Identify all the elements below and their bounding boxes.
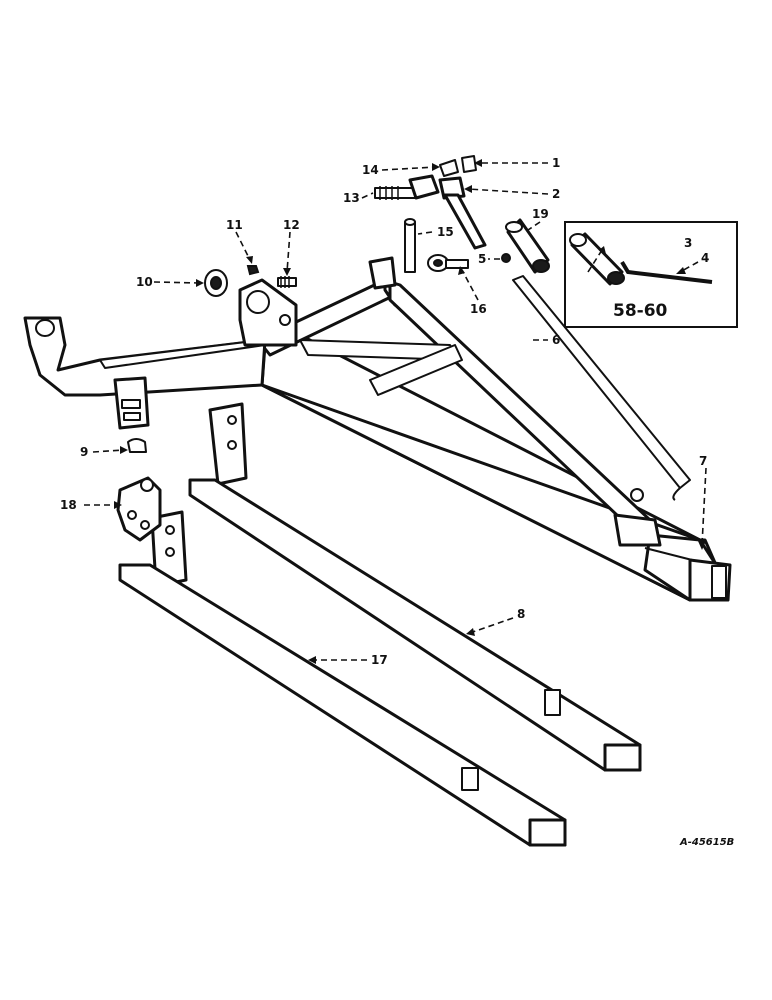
hitch-bracket (368, 256, 397, 290)
callout-2: 2 (552, 187, 560, 201)
inset-58-60: 58-60 (564, 221, 738, 328)
bracket-plate (238, 278, 298, 347)
callout-leaders (84, 159, 707, 664)
callout-12: 12 (283, 218, 300, 232)
callout-1: 1 (552, 156, 560, 170)
hitch-arm (23, 316, 267, 430)
sleeve-19 (505, 218, 550, 274)
callout-3: 3 (684, 236, 692, 250)
cross-members (299, 339, 463, 396)
callout-14: 14 (362, 163, 379, 177)
pin-1 (461, 155, 477, 173)
callout-18: 18 (60, 498, 77, 512)
callout-10: 10 (136, 275, 153, 289)
bracket-18 (116, 476, 162, 542)
callout-numbers: 1 2 3 4 5 6 7 8 9 10 11 12 13 14 15 16 1… (60, 156, 709, 667)
cap-10 (204, 269, 228, 297)
callout-6: 6 (552, 333, 560, 347)
drawing-code: A-45615B (679, 837, 734, 848)
callout-15: 15 (437, 225, 454, 239)
bar-17 (118, 510, 567, 847)
rod-end-16 (427, 254, 469, 272)
callout-5: 5 (478, 252, 486, 266)
pin-15 (404, 218, 416, 273)
pin-14 (439, 159, 459, 177)
clip-9 (127, 438, 147, 453)
callout-7: 7 (699, 454, 707, 468)
callout-19: 19 (532, 207, 549, 221)
bolt-12 (277, 276, 297, 288)
nut-5 (501, 253, 511, 263)
callout-13: 13 (343, 191, 360, 205)
inset-label: 58-60 (613, 301, 668, 321)
rod-6 (512, 275, 691, 501)
nut-11 (246, 265, 260, 276)
callout-9: 9 (80, 445, 88, 459)
bar-8 (188, 402, 642, 772)
callout-8: 8 (517, 607, 525, 621)
callout-4: 4 (701, 251, 709, 265)
clevis-2 (408, 174, 487, 250)
main-drawbar-7 (260, 333, 732, 602)
rod-4 (620, 260, 713, 284)
callout-17: 17 (371, 653, 388, 667)
callout-16: 16 (470, 302, 487, 316)
threaded-rod-13 (374, 186, 416, 200)
callout-11: 11 (226, 218, 243, 232)
